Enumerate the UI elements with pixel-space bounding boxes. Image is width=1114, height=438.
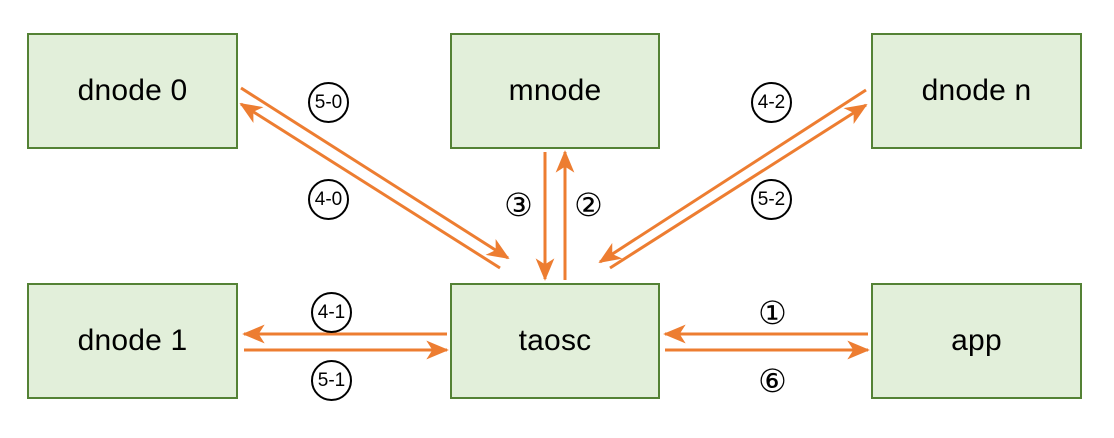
edge-badge-3: ③ xyxy=(504,186,533,223)
node-label-dnode0: dnode 0 xyxy=(77,74,188,107)
edge-badge-5-1: 5-1 xyxy=(311,360,352,401)
node-dnode1[interactable]: dnode 1 xyxy=(27,283,238,399)
node-dnoden[interactable]: dnode n xyxy=(871,33,1082,149)
node-app[interactable]: app xyxy=(871,283,1082,399)
edge-badge-4-2: 4-2 xyxy=(751,82,792,123)
node-mnode[interactable]: mnode xyxy=(450,33,660,149)
node-label-dnoden: dnode n xyxy=(921,74,1032,107)
edge-badge-6: ⑥ xyxy=(758,362,787,399)
node-taosc[interactable]: taosc xyxy=(450,283,660,399)
node-label-app: app xyxy=(951,324,1002,357)
edge-badge-1: ① xyxy=(758,294,787,331)
node-label-dnode1: dnode 1 xyxy=(77,324,188,357)
node-label-mnode: mnode xyxy=(508,74,602,107)
node-label-taosc: taosc xyxy=(518,324,592,357)
node-dnode0[interactable]: dnode 0 xyxy=(27,33,238,149)
edge-badge-5-0: 5-0 xyxy=(308,82,349,123)
edge-badge-4-0: 4-0 xyxy=(308,179,349,220)
edge-badge-5-2: 5-2 xyxy=(751,179,792,220)
edge-badge-4-1: 4-1 xyxy=(311,292,352,333)
edge-badge-2: ② xyxy=(574,186,603,223)
